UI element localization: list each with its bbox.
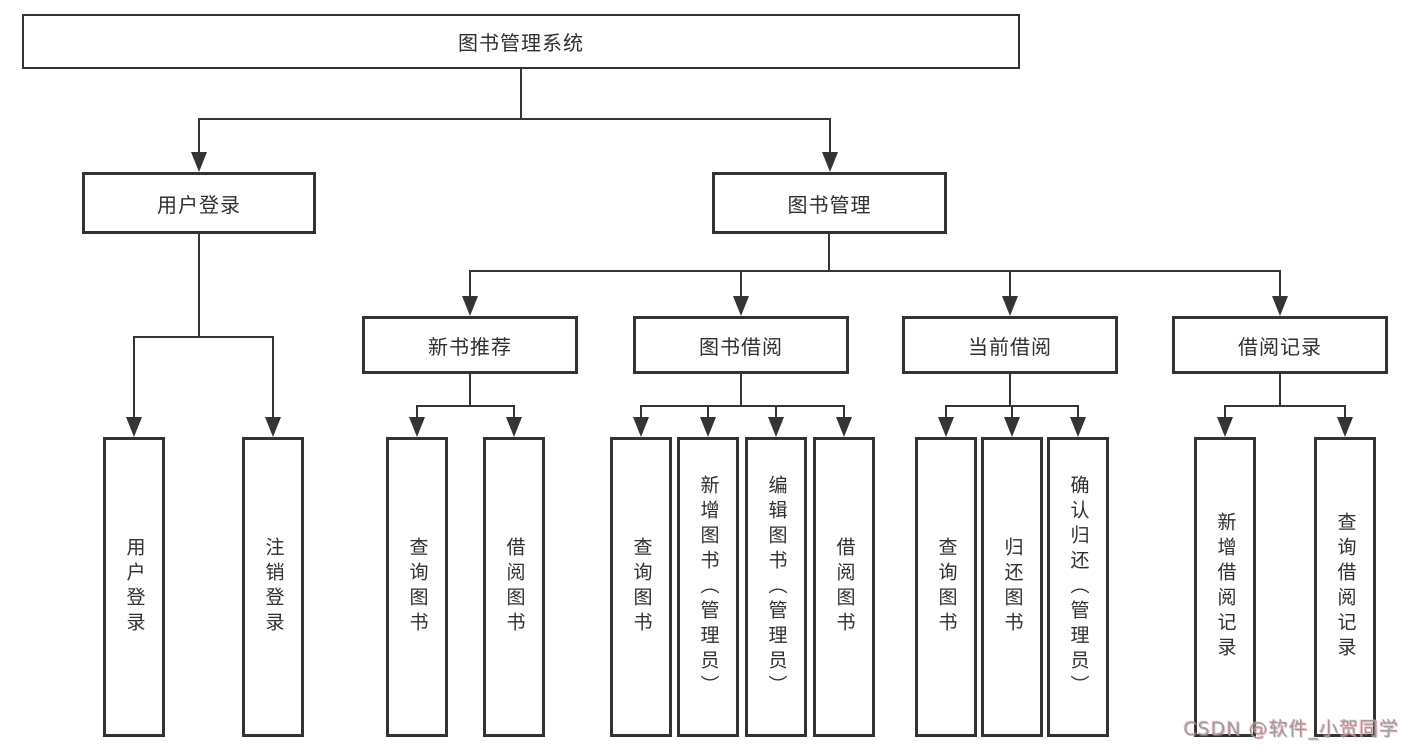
- connector-new-books-rail: [416, 405, 515, 407]
- connector-user-login-drop: [198, 118, 200, 154]
- arrowhead-leaf: [1070, 417, 1086, 437]
- connector-leaf-drop: [707, 405, 709, 417]
- connector-current-borrow-stub: [1009, 374, 1011, 405]
- node-borrow-records: 借阅记录: [1172, 316, 1388, 374]
- leaf-label: 查询借阅记录: [1334, 512, 1357, 662]
- node-book-management: 图书管理: [712, 172, 947, 234]
- connector-leaf-drop: [133, 336, 135, 417]
- leaf-label: 新增图书（管理员）: [697, 474, 720, 700]
- arrowhead-leaf: [633, 417, 649, 437]
- node-label: 用户登录: [157, 192, 241, 217]
- connector-level3-drop: [740, 270, 742, 296]
- connector-book-borrow-rail: [640, 405, 845, 407]
- connector-leaf-drop: [272, 336, 274, 417]
- connector-borrow-records-rail: [1224, 405, 1345, 407]
- csdn-watermark: CSDN @软件_小贺同学: [1183, 718, 1399, 740]
- leaf-label: 注销登录: [262, 537, 285, 637]
- node-new-book-recommend: 新书推荐: [362, 316, 578, 374]
- leaf-logout: 注销登录: [242, 437, 304, 737]
- connector-leaf-drop: [1344, 405, 1346, 417]
- connector-user-login-rail: [133, 336, 273, 338]
- node-library-management-system: 图书管理系统: [22, 14, 1020, 69]
- node-label: 图书管理: [787, 192, 872, 217]
- leaf-user-login: 用户登录: [103, 437, 165, 737]
- connector-level3-drop: [1009, 270, 1011, 296]
- connector-level3-drop: [1279, 270, 1281, 296]
- leaf-edit-books-admin: 编辑图书（管理员）: [745, 437, 807, 737]
- node-label: 图书管理系统: [458, 31, 584, 55]
- leaf-label: 查询图书: [935, 537, 958, 637]
- connector-leaf-drop: [1224, 405, 1226, 417]
- arrowhead-leaf: [768, 417, 784, 437]
- arrowhead-leaf: [506, 417, 522, 437]
- arrowhead-current-borrow: [1002, 296, 1018, 316]
- arrowhead-user-login: [191, 152, 207, 172]
- leaf-query-books-current: 查询图书: [915, 437, 977, 737]
- connector-new-books-stub: [469, 374, 471, 405]
- arrowhead-leaf: [409, 417, 425, 437]
- connector-leaf-drop: [1011, 405, 1013, 417]
- arrowhead-leaf: [938, 417, 954, 437]
- leaf-label: 新增借阅记录: [1214, 512, 1237, 662]
- leaf-label: 编辑图书（管理员）: [765, 474, 788, 700]
- leaf-borrow-books-recommend: 借阅图书: [483, 437, 545, 737]
- leaf-label: 查询图书: [406, 537, 429, 637]
- leaf-label: 查询图书: [630, 537, 653, 637]
- connector-leaf-drop: [843, 405, 845, 417]
- arrowhead-leaf: [836, 417, 852, 437]
- node-label: 新书推荐: [428, 334, 512, 359]
- node-label: 借阅记录: [1238, 334, 1322, 359]
- leaf-label: 借阅图书: [833, 537, 856, 637]
- connector-book-borrow-stub: [740, 374, 742, 405]
- arrowhead-borrow-records: [1272, 296, 1288, 316]
- connector-root-stub: [520, 69, 522, 118]
- node-book-borrow: 图书借阅: [633, 316, 849, 374]
- connector-leaf-drop: [416, 405, 418, 417]
- arrowhead-new-books: [462, 296, 478, 316]
- node-user-login: 用户登录: [82, 172, 316, 234]
- arrowhead-leaf: [700, 417, 716, 437]
- arrowhead-leaf: [1004, 417, 1020, 437]
- arrowhead-book-borrow: [733, 296, 749, 316]
- leaf-add-borrow-record: 新增借阅记录: [1194, 437, 1256, 737]
- node-label: 当前借阅: [968, 334, 1052, 359]
- arrowhead-book-mgmt: [822, 152, 838, 172]
- node-label: 图书借阅: [699, 334, 783, 359]
- leaf-label: 借阅图书: [503, 537, 526, 637]
- arrowhead-leaf: [265, 417, 281, 437]
- connector-book-mgmt-stub: [828, 234, 830, 270]
- leaf-label: 归还图书: [1001, 537, 1024, 637]
- connector-book-mgmt-drop: [829, 118, 831, 154]
- leaf-query-books-borrow: 查询图书: [610, 437, 672, 737]
- leaf-label: 用户登录: [123, 537, 146, 637]
- connector-leaf-drop: [640, 405, 642, 417]
- connector-leaf-drop: [513, 405, 515, 417]
- leaf-return-books: 归还图书: [981, 437, 1043, 737]
- connector-user-login-stub: [198, 234, 200, 336]
- connector-leaf-drop: [1077, 405, 1079, 417]
- leaf-confirm-return-admin: 确认归还（管理员）: [1047, 437, 1109, 737]
- leaf-query-books-recommend: 查询图书: [386, 437, 448, 737]
- arrowhead-leaf: [1337, 417, 1353, 437]
- arrowhead-leaf: [1217, 417, 1233, 437]
- leaf-query-borrow-record: 查询借阅记录: [1314, 437, 1376, 737]
- connector-level3-drop: [469, 270, 471, 296]
- connector-level3-rail: [469, 270, 1281, 272]
- leaf-borrow-books: 借阅图书: [813, 437, 875, 737]
- connector-leaf-drop: [775, 405, 777, 417]
- arrowhead-leaf: [126, 417, 142, 437]
- connector-leaf-drop: [945, 405, 947, 417]
- leaf-label: 确认归还（管理员）: [1067, 474, 1090, 700]
- leaf-add-books-admin: 新增图书（管理员）: [677, 437, 739, 737]
- connector-borrow-records-stub: [1279, 374, 1281, 405]
- node-current-borrow: 当前借阅: [902, 316, 1118, 374]
- connector-level1-rail: [198, 118, 831, 120]
